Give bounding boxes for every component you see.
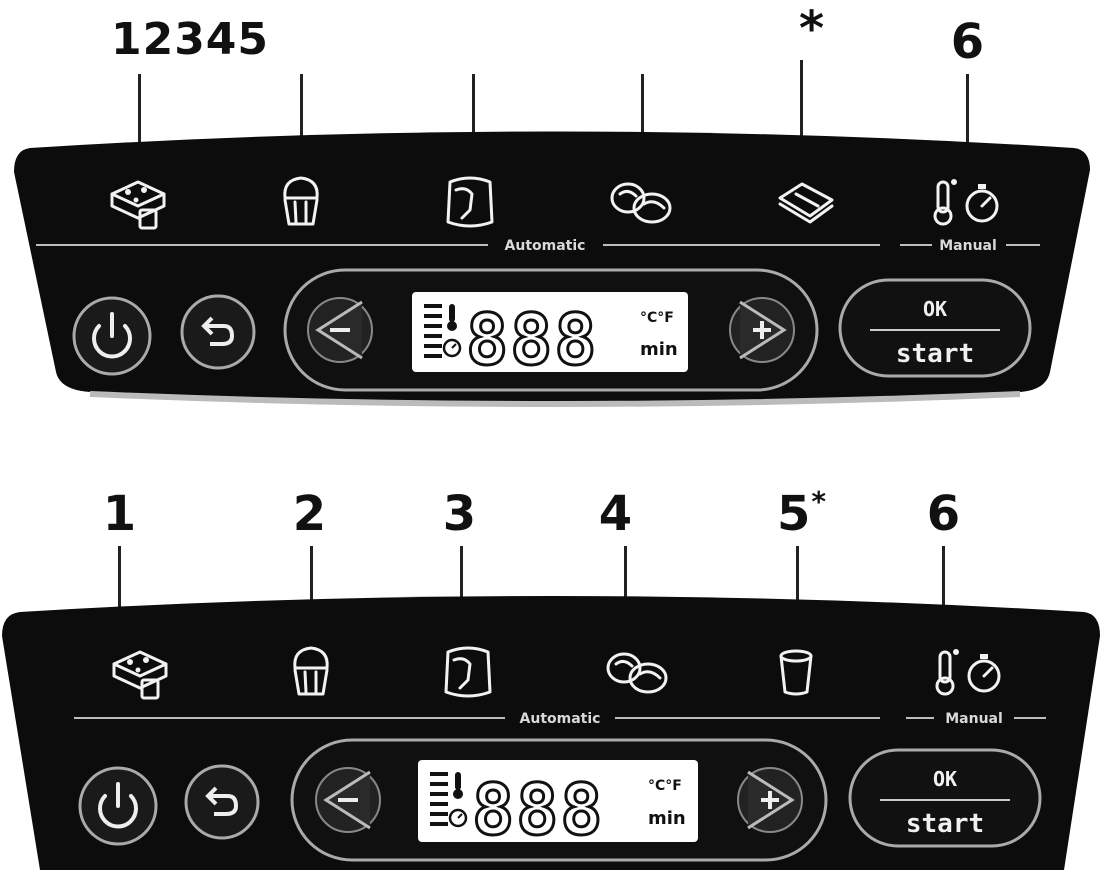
lcd-display: 888 °C°F min [418, 760, 698, 853]
back-button[interactable] [184, 764, 260, 840]
callout-5: 5* [776, 485, 828, 542]
callout-programs-1-5: 12345 [110, 14, 270, 65]
callout-1: 1 [102, 486, 138, 542]
ok-label: OK [923, 297, 947, 321]
power-icon [98, 782, 138, 829]
thermometer-timer-icon[interactable] [933, 179, 999, 226]
start-label: start [906, 809, 984, 839]
manual-label: Manual [945, 711, 1003, 727]
leader-line-4 [641, 74, 644, 179]
callout-asterisk: * [798, 1, 826, 57]
leader-line-b2 [310, 546, 313, 644]
level-bars-icon [430, 772, 448, 826]
leader-line-b5 [796, 546, 799, 652]
cake-slice-icon[interactable] [112, 650, 168, 700]
automatic-label: Automatic [505, 238, 586, 254]
callout-3: 3 [442, 486, 478, 542]
lcd-display: 888 °C°F min [412, 292, 688, 383]
yogurt-pot-icon[interactable] [779, 649, 813, 696]
leader-line-5 [800, 60, 803, 175]
power-icon [92, 312, 132, 359]
display-digits: 888 [466, 299, 598, 381]
temp-unit-label: °C°F [648, 778, 682, 794]
control-panel-top: Automatic Manual [14, 131, 1090, 407]
pastry-sheet-icon[interactable] [778, 182, 834, 224]
time-unit-label: min [640, 339, 678, 360]
fondant-icon[interactable] [446, 176, 494, 228]
meringue-icon[interactable] [606, 652, 668, 694]
temp-unit-label: °C°F [640, 310, 674, 326]
leader-line-b1 [118, 546, 121, 646]
leader-line-2 [300, 74, 303, 164]
minus-button[interactable] [315, 767, 381, 833]
ok-start-button[interactable]: OK start [838, 278, 1032, 378]
leader-line-6 [966, 74, 969, 172]
cupcake-icon[interactable] [293, 646, 329, 696]
plus-button[interactable] [729, 297, 795, 363]
thermometer-icon [453, 772, 463, 799]
plus-button[interactable] [737, 767, 803, 833]
automatic-label: Automatic [520, 711, 601, 727]
ok-label: OK [933, 767, 957, 791]
timer-icon [442, 338, 462, 358]
leader-line-b3 [460, 546, 463, 646]
timer-icon [448, 808, 468, 828]
callout-4: 4 [598, 486, 634, 542]
start-label: start [896, 339, 974, 369]
meringue-icon[interactable] [610, 182, 672, 224]
display-digits: 888 [472, 769, 604, 851]
callout-6-bottom: 6 [926, 486, 962, 542]
level-bars-icon [424, 304, 442, 358]
leader-line-3 [472, 74, 475, 169]
back-arrow-icon [201, 316, 235, 346]
time-unit-label: min [648, 808, 686, 829]
callout-6: 6 [950, 14, 986, 70]
cupcake-icon[interactable] [283, 176, 319, 226]
thermometer-timer-icon[interactable] [935, 649, 1001, 696]
back-button[interactable] [180, 294, 256, 370]
minus-button[interactable] [307, 297, 373, 363]
manual-label: Manual [939, 238, 997, 254]
plus-icon [761, 791, 779, 809]
fondant-icon[interactable] [444, 646, 492, 698]
power-button[interactable] [78, 766, 158, 846]
thermometer-icon [447, 304, 457, 331]
power-button[interactable] [72, 296, 152, 376]
plus-icon [753, 321, 771, 339]
control-panel-bottom: Automatic Manual [2, 596, 1100, 870]
callout-2: 2 [292, 486, 328, 542]
leader-line-b6 [942, 546, 945, 650]
cake-slice-icon[interactable] [110, 180, 166, 230]
ok-start-button[interactable]: OK start [848, 748, 1042, 848]
leader-line-1 [138, 74, 141, 174]
back-arrow-icon [205, 786, 239, 816]
